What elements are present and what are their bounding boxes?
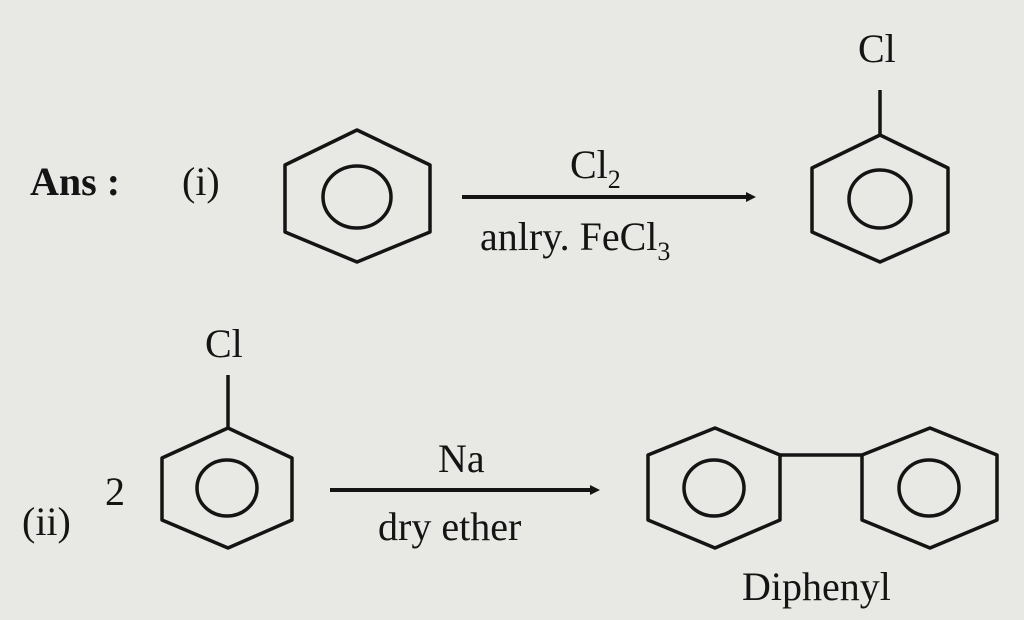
reagent-dry-ether: dry ether [378,504,521,549]
chloro-label: Cl [858,26,896,71]
chloro-label: Cl [205,321,243,366]
answer-label: Ans : [30,159,120,204]
reagent-fecl3: anlry. FeCl3 [480,214,670,266]
benzene-ring [283,128,432,264]
reagent-cl2: Cl2 [570,142,621,194]
coefficient: 2 [105,469,125,514]
diphenyl [646,426,999,550]
reagent-na: Na [438,436,485,481]
chlorobenzene-reactant: Cl [160,321,294,550]
product-name: Diphenyl [742,564,891,609]
chlorobenzene: Cl [810,26,950,264]
reaction-1-label: (i) [182,159,220,204]
reaction-2-label: (ii) [22,499,71,544]
